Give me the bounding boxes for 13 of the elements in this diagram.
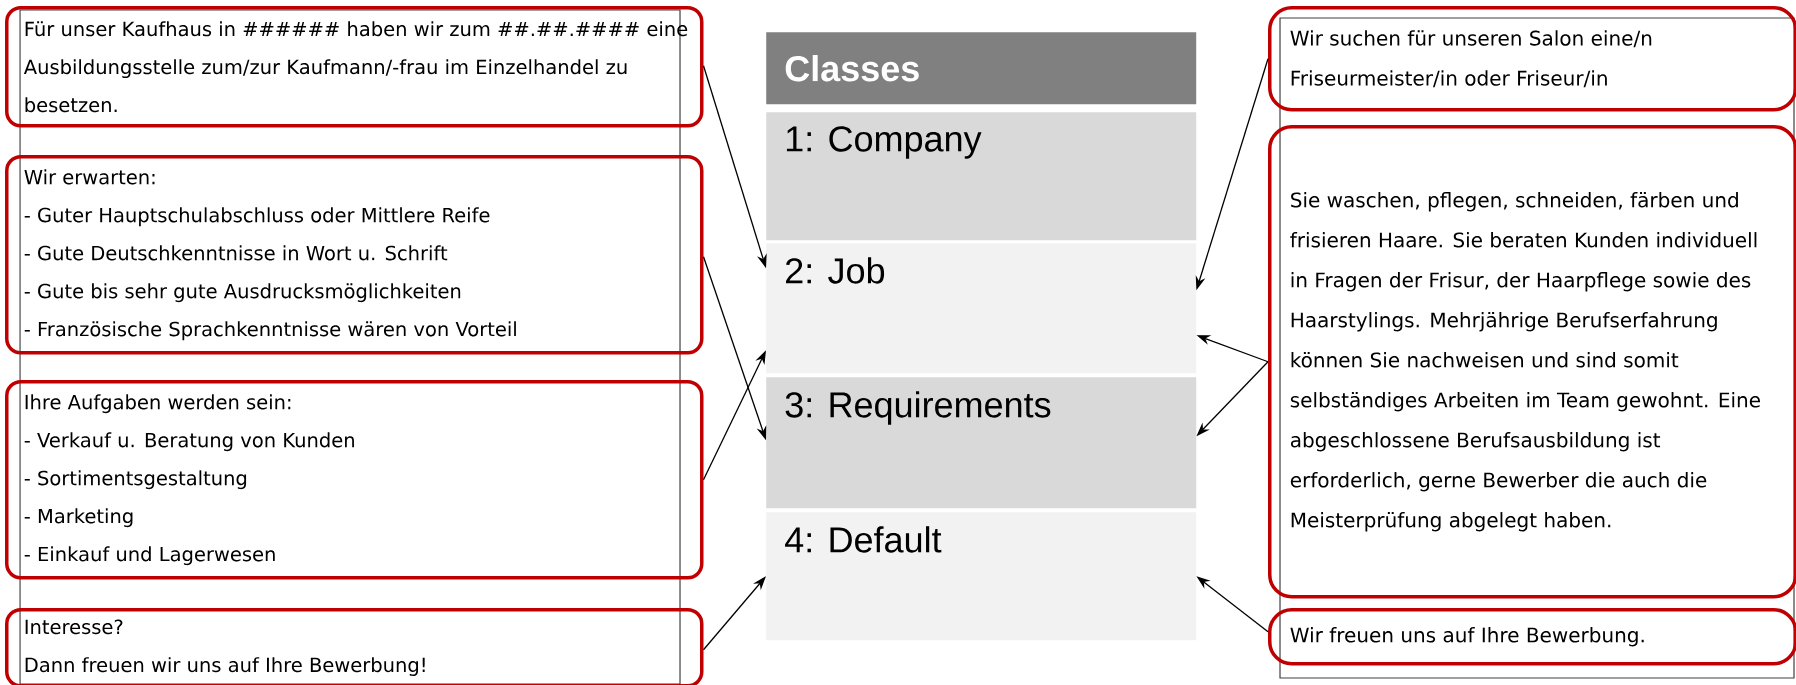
node-label: 2: Job <box>786 257 885 284</box>
callout-box: Wir suchen für unseren Salon eine/n Friseurmeister/in oder Friseur/in <box>1268 6 1796 112</box>
table-row: 4: Default <box>766 512 1197 641</box>
callout-box: Wir erwarten: - Guter Hauptschulabschluss oder Mittlere Reife - Gute Deutschkenntnisse in Wort u. Schrift - Gute bis sehr gute Ausdrucksmöglichkeiten - Französische Sprachkenntnisse wären von Vorteil <box>5 155 704 355</box>
table-row: 1: Company <box>766 112 1197 241</box>
callout-box: Sie waschen, pflegen, schneiden, färben und frisieren Haare. Sie beraten Kunden individuell in Fragen der Frisur, der Haarpflege sowie des Haarstylings. Mehrjährige Berufserfahrung können Sie nachweisen und sind somit selbständiges Arbeiten im Team gewohnt. Eine abgeschlossene Berufsausbildung ist erforderlich, gerne Bewerber die auch die Meisterprüfung abgelegt haben. <box>1268 125 1796 599</box>
callout-box: Ihre Aufgaben werden sein: - Verkauf u. Beratung von Kunden - Sortimentsgestaltung - Marketing - Einkauf und Lagerwesen <box>5 380 704 580</box>
callout-box: Interesse? Dann freuen wir uns auf Ihre Bewerbung! <box>5 608 704 685</box>
table-row: 2: Job <box>766 243 1197 374</box>
table-row: 3: Requirements <box>766 377 1197 509</box>
callout-box: Wir freuen uns auf Ihre Bewerbung. <box>1268 608 1796 666</box>
callout-box: Für unser Kaufhaus in ###### haben wir zum ##.##.#### eine Ausbildungsstelle zum/zur Kaufmann/-frau im Einzelhandel zu besetzen. <box>5 6 704 128</box>
table-header: Classes <box>766 32 1197 105</box>
